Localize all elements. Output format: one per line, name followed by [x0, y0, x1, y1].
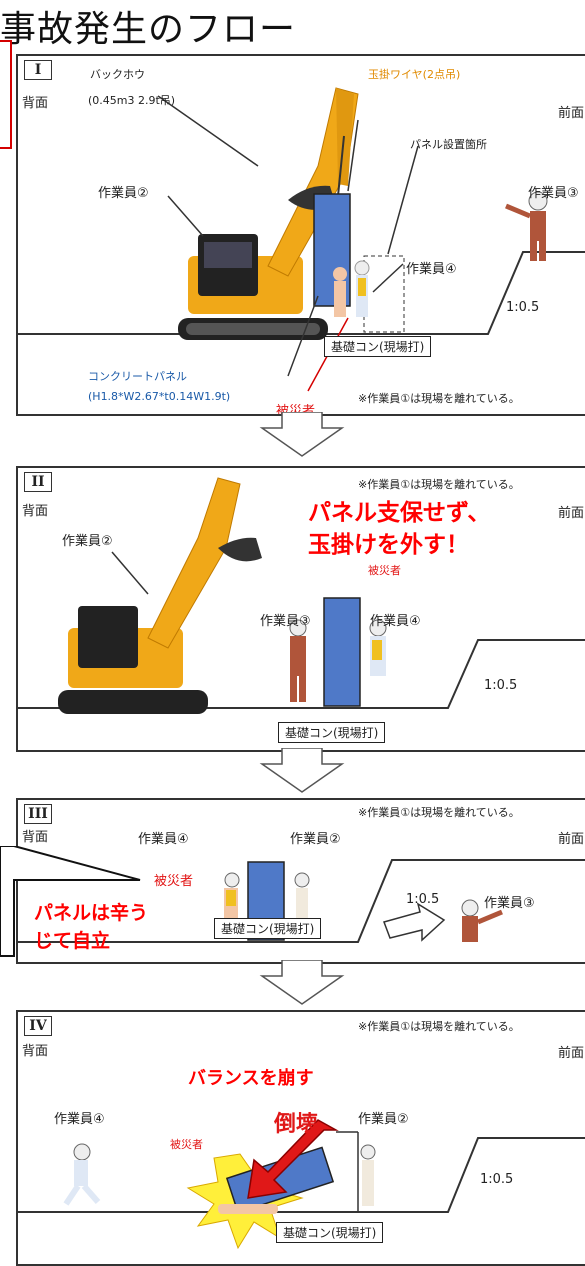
worker-figure [360, 1144, 376, 1206]
victim-label: 被災者 [368, 564, 401, 577]
absence-note: ※作業員①は現場を離れている。 [358, 478, 520, 491]
foundation-label: 基礎コン(現場打) [324, 336, 432, 357]
worker2-label: 作業員② [358, 1112, 409, 1127]
front-label: 前面 [558, 106, 585, 121]
excavator-track [58, 690, 208, 714]
callout-text: 玉掛けを外す！ [308, 532, 469, 558]
worker2-label: 作業員② [290, 832, 341, 847]
collapse-arrow-icon [247, 1119, 339, 1199]
panel-2: II 背面 前面 ※作業員①は現場を離れている。 パネル支保せず、 玉掛けを外す… [16, 466, 585, 752]
excavator-cab [78, 606, 138, 668]
backhoe-label: バックホウ [90, 68, 145, 81]
speech-callout [0, 846, 141, 957]
worker-figure [505, 191, 548, 261]
worker3-label: 作業員③ [528, 186, 579, 201]
install-position [363, 255, 405, 333]
panel-numeral: IV [24, 1016, 52, 1036]
worker4-label: 作業員④ [406, 262, 457, 277]
flow-arrow-icon [259, 748, 345, 793]
foundation-label: 基礎コン(現場打) [278, 722, 386, 743]
flow-arrow-icon [259, 412, 345, 457]
worker-figure [63, 1143, 101, 1206]
panel-numeral: I [24, 60, 52, 80]
absence-note: ※作業員①は現場を離れている。 [358, 392, 520, 405]
worker2-label: 作業員② [98, 186, 149, 201]
panel-1: I 背面 前面 [16, 54, 585, 416]
wire-label: 玉掛ワイヤ(2点吊) [368, 68, 461, 81]
slope-label: 1:0.5 [506, 300, 540, 315]
front-label: 前面 [558, 506, 585, 521]
worker4-label: 作業員④ [370, 614, 421, 629]
worker3-label: 作業員③ [484, 896, 535, 911]
worker3-label: 作業員③ [260, 614, 311, 629]
absence-note: ※作業員①は現場を離れている。 [358, 1020, 520, 1033]
panel-spec-label: (H1.8*W2.67*t0.14W1.9t) [88, 390, 231, 403]
callout-text: パネルは辛う [34, 902, 149, 924]
excavator-bucket [218, 537, 262, 562]
collapse-label: 倒壊 [274, 1112, 319, 1137]
worker4-label: 作業員④ [138, 832, 189, 847]
victim-label: 被災者 [170, 1138, 203, 1151]
back-label: 背面 [22, 1044, 49, 1059]
scene-1-drawing [18, 87, 585, 392]
concrete-panel [323, 597, 361, 707]
callout-text: パネル支保せず、 [308, 500, 491, 526]
ground-line [18, 639, 585, 709]
scene-3-drawing [18, 859, 585, 943]
foundation-label: 基礎コン(現場打) [276, 1222, 384, 1243]
excavator-boom [267, 87, 359, 277]
worker-figure [289, 619, 307, 702]
red-frame-mark [0, 40, 12, 149]
move-arrow-icon [383, 902, 446, 942]
front-label: 前面 [558, 832, 585, 847]
worker-figure [461, 899, 503, 942]
absence-note: ※作業員①は現場を離れている。 [358, 806, 520, 819]
scene-4-drawing [18, 1119, 585, 1250]
callout-text: バランスを崩す [188, 1068, 314, 1089]
worker2-label: 作業員② [62, 534, 113, 549]
worker-figure [369, 619, 387, 676]
slope-label: 1:0.5 [406, 892, 440, 907]
back-label: 背面 [22, 96, 49, 111]
front-label: 前面 [558, 1046, 585, 1061]
ground-line [18, 859, 585, 943]
panel-4: IV 背面 前面 ※作業員①は現場を離れている。 バランスを崩す 倒壊 作業員④… [16, 1010, 585, 1266]
foundation-label: 基礎コン(現場打) [214, 918, 322, 939]
worker-figure [333, 260, 370, 317]
install-point-label: パネル設置箇所 [410, 138, 487, 151]
panel-numeral: II [24, 472, 52, 492]
back-label: 背面 [22, 504, 49, 519]
excavator-boom [147, 477, 241, 649]
flow-arrow-icon [259, 960, 345, 1005]
victim-label: 被災者 [276, 404, 316, 416]
back-label: 背面 [22, 830, 49, 845]
victim-label: 被災者 [154, 874, 194, 889]
worker4-label: 作業員④ [54, 1112, 105, 1127]
concrete-panel-label: コンクリートパネル [88, 370, 187, 383]
callout-text: じて自立 [34, 930, 111, 952]
panel-numeral: III [24, 804, 52, 824]
worker-figure [224, 872, 240, 918]
page-title: 事故発生のフロー [0, 9, 297, 50]
backhoe-spec-label: (0.45m3 2.9t吊) [88, 94, 176, 107]
slope-label: 1:0.5 [484, 678, 518, 693]
scene-2-drawing [18, 477, 585, 714]
slope-label: 1:0.5 [480, 1172, 514, 1187]
